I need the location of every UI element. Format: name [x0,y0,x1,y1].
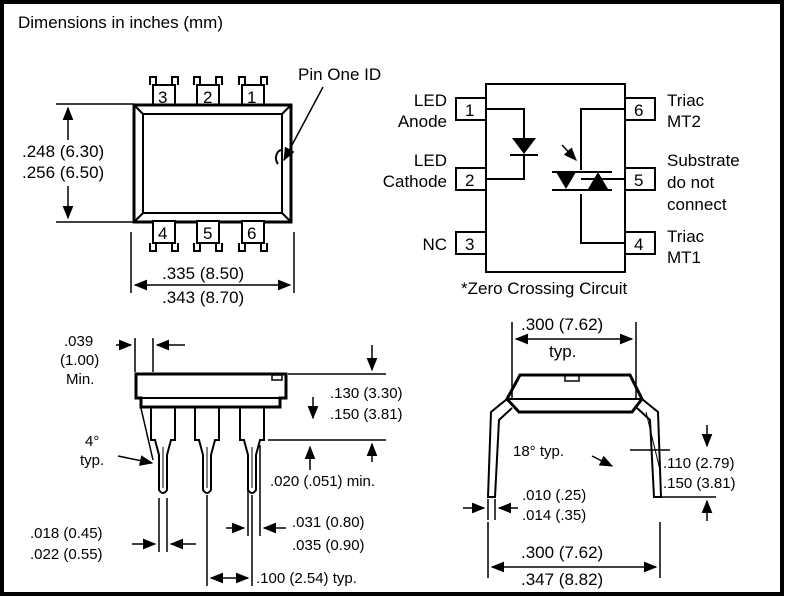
pin-one-notch [274,148,283,165]
angle-label: 4° [85,433,99,450]
end-view: .300 (7.62) typ. 18° typ. .110 (2.79) .1… [463,315,736,589]
schematic: 1 2 3 4 5 6 LED Anode LED Cathode NC Tri… [383,83,740,298]
lead-dia-min-label: .018 (0.45) [30,525,103,542]
end-angle-label: 18° typ. [513,443,564,460]
pin4-label: Triac [667,227,705,246]
standoff-label: .020 (.051) min. [270,473,375,490]
pin4-label: MT1 [667,248,701,267]
top-pin-label: 2 [203,88,212,107]
bottom-pin-label: 4 [158,224,167,243]
lead-width-label: (1.00) [60,352,99,369]
schematic-caption: *Zero Crossing Circuit [461,279,628,298]
pin2-label: LED [414,151,447,170]
top-pin-label: 1 [247,88,256,107]
row-spacing-label: .300 (7.62) [521,315,603,334]
width-max-label: .343 (8.70) [162,288,244,307]
pitch-label: .100 (2.54) typ. [256,570,357,587]
lead-thickness-min-label: .010 (.25) [522,487,586,504]
lead-length-max-label: .150 (3.81) [663,475,736,492]
led-diode-symbol [512,138,536,154]
schematic-pin-number: 3 [465,235,474,254]
top-view: 3 2 1 Pin One ID 4 5 6 .2 [22,65,381,307]
spread-min-label: .300 (7.62) [521,543,603,562]
end-lead-left [486,398,513,498]
spread-max-label: .347 (8.82) [521,570,603,589]
pin-one-id-label: Pin One ID [298,65,381,84]
lead-width-label: .039 [64,333,93,350]
schematic-pin-number: 2 [465,171,474,190]
bottom-pins: 4 5 6 [149,220,268,252]
package-body-top [132,103,293,224]
drawing-title: Dimensions in inches (mm) [18,13,223,32]
package-body-side [134,372,288,409]
lead-thickness-max-label: .014 (.35) [522,507,586,524]
lead-length-min-label: .110 (2.79) [663,455,734,472]
height-max-label: .256 (6.50) [22,163,104,182]
pin5-label: do not [667,173,715,192]
end-lead-right [636,398,663,498]
width-min-label: .335 (8.50) [162,264,244,283]
lead-width-label: Min. [66,371,94,388]
pin6-label: MT2 [667,112,701,131]
side-leads [150,407,265,494]
pin5-label: connect [667,195,727,214]
bottom-pin-label: 5 [203,224,212,243]
top-pin-label: 3 [158,88,167,107]
pin1-label: Anode [398,112,447,131]
row-spacing-typ-label: typ. [549,342,576,361]
lead-dia-max-label: .022 (0.55) [30,546,103,563]
height-min-label: .248 (6.30) [22,142,104,161]
pin6-label: Triac [667,91,705,110]
schematic-pin-number: 6 [634,101,643,120]
pin3-label: NC [422,235,447,254]
shoulder-max-label: .035 (0.90) [292,537,365,554]
schematic-pin-number: 1 [465,101,474,120]
pin1-label: LED [414,91,447,110]
top-pins: 3 2 1 [149,76,268,108]
pin5-label: Substrate [667,151,740,170]
body-height-max-label: .150 (3.81) [330,406,403,423]
triac-symbol [552,171,612,191]
bottom-pin-label: 6 [247,224,256,243]
schematic-pin-number: 5 [634,171,643,190]
shoulder-min-label: .031 (0.80) [292,514,365,531]
side-view: .039 (1.00) Min. .130 (3.30) .150 (3.81)… [30,333,403,587]
schematic-pin-number: 4 [634,235,643,254]
angle-typ-label: typ. [80,452,104,469]
pin2-label: Cathode [383,172,447,191]
body-height-min-label: .130 (3.30) [330,385,403,402]
